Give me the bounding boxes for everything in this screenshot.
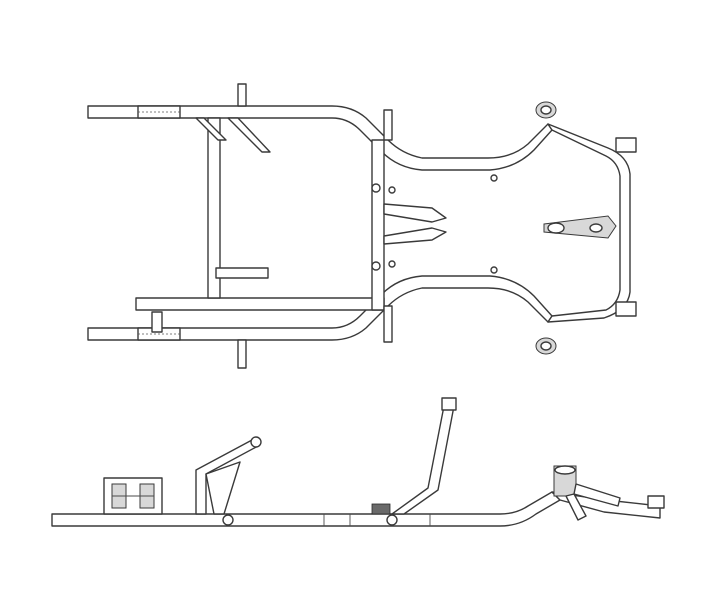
seat-strut-diag	[227, 117, 271, 153]
side-spindle	[553, 465, 621, 521]
steering-column	[391, 405, 455, 515]
bolt-lower	[388, 260, 396, 268]
steering-hole-2	[589, 223, 603, 233]
pedal-bracket	[371, 503, 391, 515]
mid-post-top	[383, 109, 393, 141]
bracket-lower	[371, 261, 381, 271]
rail-hole-1	[222, 514, 234, 526]
front-stub-top	[615, 137, 637, 153]
tab-lower	[490, 266, 498, 274]
rear-cross-member	[207, 117, 221, 299]
top-view	[87, 83, 637, 369]
front-stub-bottom	[615, 301, 637, 317]
axle-post-bottom	[237, 339, 247, 369]
bolt-upper	[388, 186, 396, 194]
pedal-mount-lower	[383, 227, 447, 245]
axle-post-top	[237, 83, 247, 107]
side-seat-brace	[205, 461, 241, 515]
seat-strut-top	[195, 117, 227, 141]
rail-hole-2	[386, 514, 398, 526]
seat-bracket	[103, 477, 163, 515]
seat-strut-lower	[215, 267, 269, 279]
steering-column-top	[441, 397, 457, 411]
middle-cross-member	[371, 139, 385, 311]
kingpin-bottom	[535, 337, 557, 355]
rear-post-bottom	[151, 311, 163, 333]
pedal-mount-upper	[383, 203, 447, 223]
mid-post-bottom	[383, 305, 393, 343]
side-view	[51, 397, 665, 527]
steering-hole	[547, 222, 565, 234]
inner-rear-rail	[135, 297, 385, 311]
bracket-upper	[371, 183, 381, 193]
tab-upper	[490, 174, 498, 182]
side-front-stub	[647, 495, 665, 509]
kingpin-top	[535, 101, 557, 119]
side-seat-strut-end	[250, 436, 262, 448]
